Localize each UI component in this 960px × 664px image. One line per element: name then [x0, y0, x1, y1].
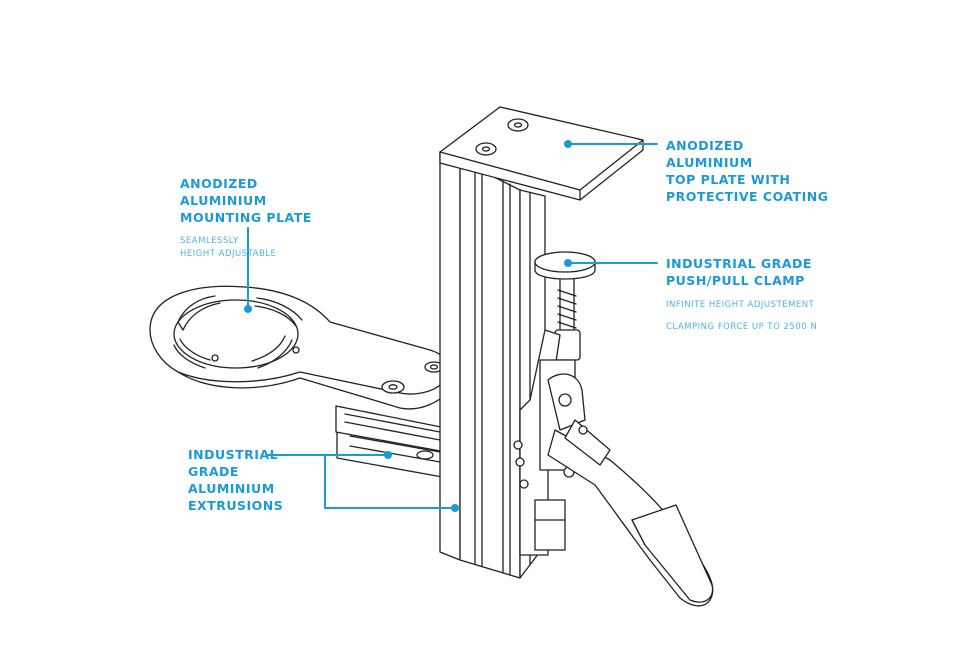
mid-extrusion-block — [335, 405, 447, 453]
clamp-title-line: PUSH/PULL CLAMP — [666, 273, 805, 288]
top-plate-title-line: ANODIZED — [666, 138, 744, 153]
extrusions-title-line: EXTRUSIONS — [188, 498, 284, 513]
leader-dot-extrusion-column — [451, 504, 459, 512]
top-plate-title: ANODIZED ALUMINIUM TOP PLATE WITH PROTEC… — [666, 137, 828, 205]
leader-dot-mounting-plate — [244, 305, 252, 313]
callout-mounting-plate: ANODIZED ALUMINIUM MOUNTING PLATE SEAMLE… — [180, 175, 312, 261]
extrusions-title-line: ALUMINIUM — [188, 481, 275, 496]
clamp-subtitle-height: INFINITE HEIGHT ADJUSTEMENT — [666, 300, 815, 310]
callout-extrusions: INDUSTRIAL GRADE ALUMINIUM EXTRUSIONS — [188, 446, 283, 514]
extrusions-title-line: INDUSTRIAL — [188, 447, 279, 462]
mounting-plate-sub-line: HEIGHT ADJUSTABLE — [180, 249, 277, 259]
leader-extrusion-main — [267, 454, 456, 509]
mounting-plate-title-line: MOUNTING PLATE — [180, 210, 312, 225]
clamp-handle — [547, 419, 714, 607]
top-plate-title-line: PROTECTIVE COATING — [666, 189, 829, 204]
clamp-title: INDUSTRIAL GRADE PUSH/PULL CLAMP — [666, 255, 817, 289]
mounting-plate-subtitle: SEAMLESSLY HEIGHT ADJUSTABLE — [180, 235, 312, 261]
top-plate-title-line: ALUMINIUM — [666, 155, 753, 170]
mounting-plate-title: ANODIZED ALUMINIUM MOUNTING PLATE — [180, 175, 312, 226]
callout-clamp: INDUSTRIAL GRADE PUSH/PULL CLAMP INFINIT… — [666, 255, 817, 334]
mounting-plate-sub-line: SEAMLESSLY — [180, 236, 239, 246]
mounting-plate — [149, 285, 451, 410]
clamp-title-line: INDUSTRIAL GRADE — [666, 256, 812, 271]
callout-top-plate: ANODIZED ALUMINIUM TOP PLATE WITH PROTEC… — [666, 137, 828, 205]
leader-dot-extrusion-block — [384, 451, 392, 459]
clamp-subtitle-force: CLAMPING FORCE UP TO 2500 N — [666, 322, 818, 332]
leader-dot-clamp — [564, 259, 572, 267]
top-plate-title-line: TOP PLATE WITH — [666, 172, 791, 187]
mounting-plate-title-line: ANODIZED — [180, 176, 258, 191]
extrusions-title: INDUSTRIAL GRADE ALUMINIUM EXTRUSIONS — [188, 446, 283, 514]
callout-leaders — [244, 140, 658, 512]
extrusions-title-line: GRADE — [188, 464, 239, 479]
mounting-plate-title-line: ALUMINIUM — [180, 193, 267, 208]
leader-dot-top-plate — [564, 140, 572, 148]
top-plate — [439, 106, 644, 201]
